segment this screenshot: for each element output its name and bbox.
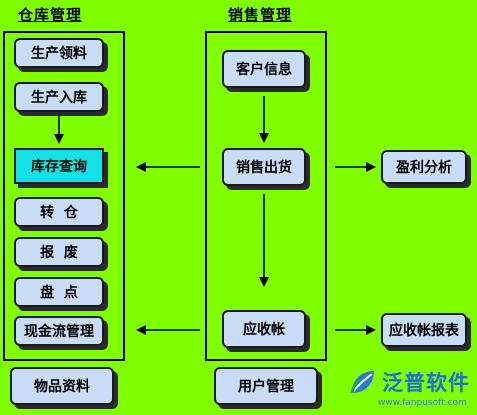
warehouse-section-title: 仓库管理 <box>18 6 83 24</box>
node-profit-analysis: 盈利分析 <box>381 150 467 184</box>
brand-logo: 泛普软件 <box>348 367 470 397</box>
sales-section-title: 销售管理 <box>228 6 293 24</box>
node-production-picking: 生产领料 <box>14 38 104 68</box>
brand-name: 泛普软件 <box>382 371 470 395</box>
brand-url: www.fanpusoft.com <box>378 398 467 408</box>
node-item-data: 物品资料 <box>10 367 114 405</box>
warehouse-group-frame <box>3 31 125 361</box>
node-sales-shipment: 销售出货 <box>222 148 306 186</box>
node-production-warehousing: 生产入库 <box>14 82 104 112</box>
sales-group-frame <box>205 31 327 361</box>
fanpu-leaf-icon <box>350 371 374 394</box>
node-customer-info: 客户信息 <box>222 50 306 88</box>
node-warehouse-transfer: 转 仓 <box>14 197 104 227</box>
node-inventory-query: 库存查询 <box>14 148 104 184</box>
node-accounts-receivable: 应收帐 <box>222 310 306 348</box>
node-stocktake: 盘 点 <box>14 277 104 307</box>
node-cashflow-management: 现金流管理 <box>14 316 104 346</box>
node-user-management: 用户管理 <box>214 367 318 405</box>
node-scrap: 报 废 <box>14 237 104 267</box>
node-receivable-report: 应收帐报表 <box>381 313 467 347</box>
